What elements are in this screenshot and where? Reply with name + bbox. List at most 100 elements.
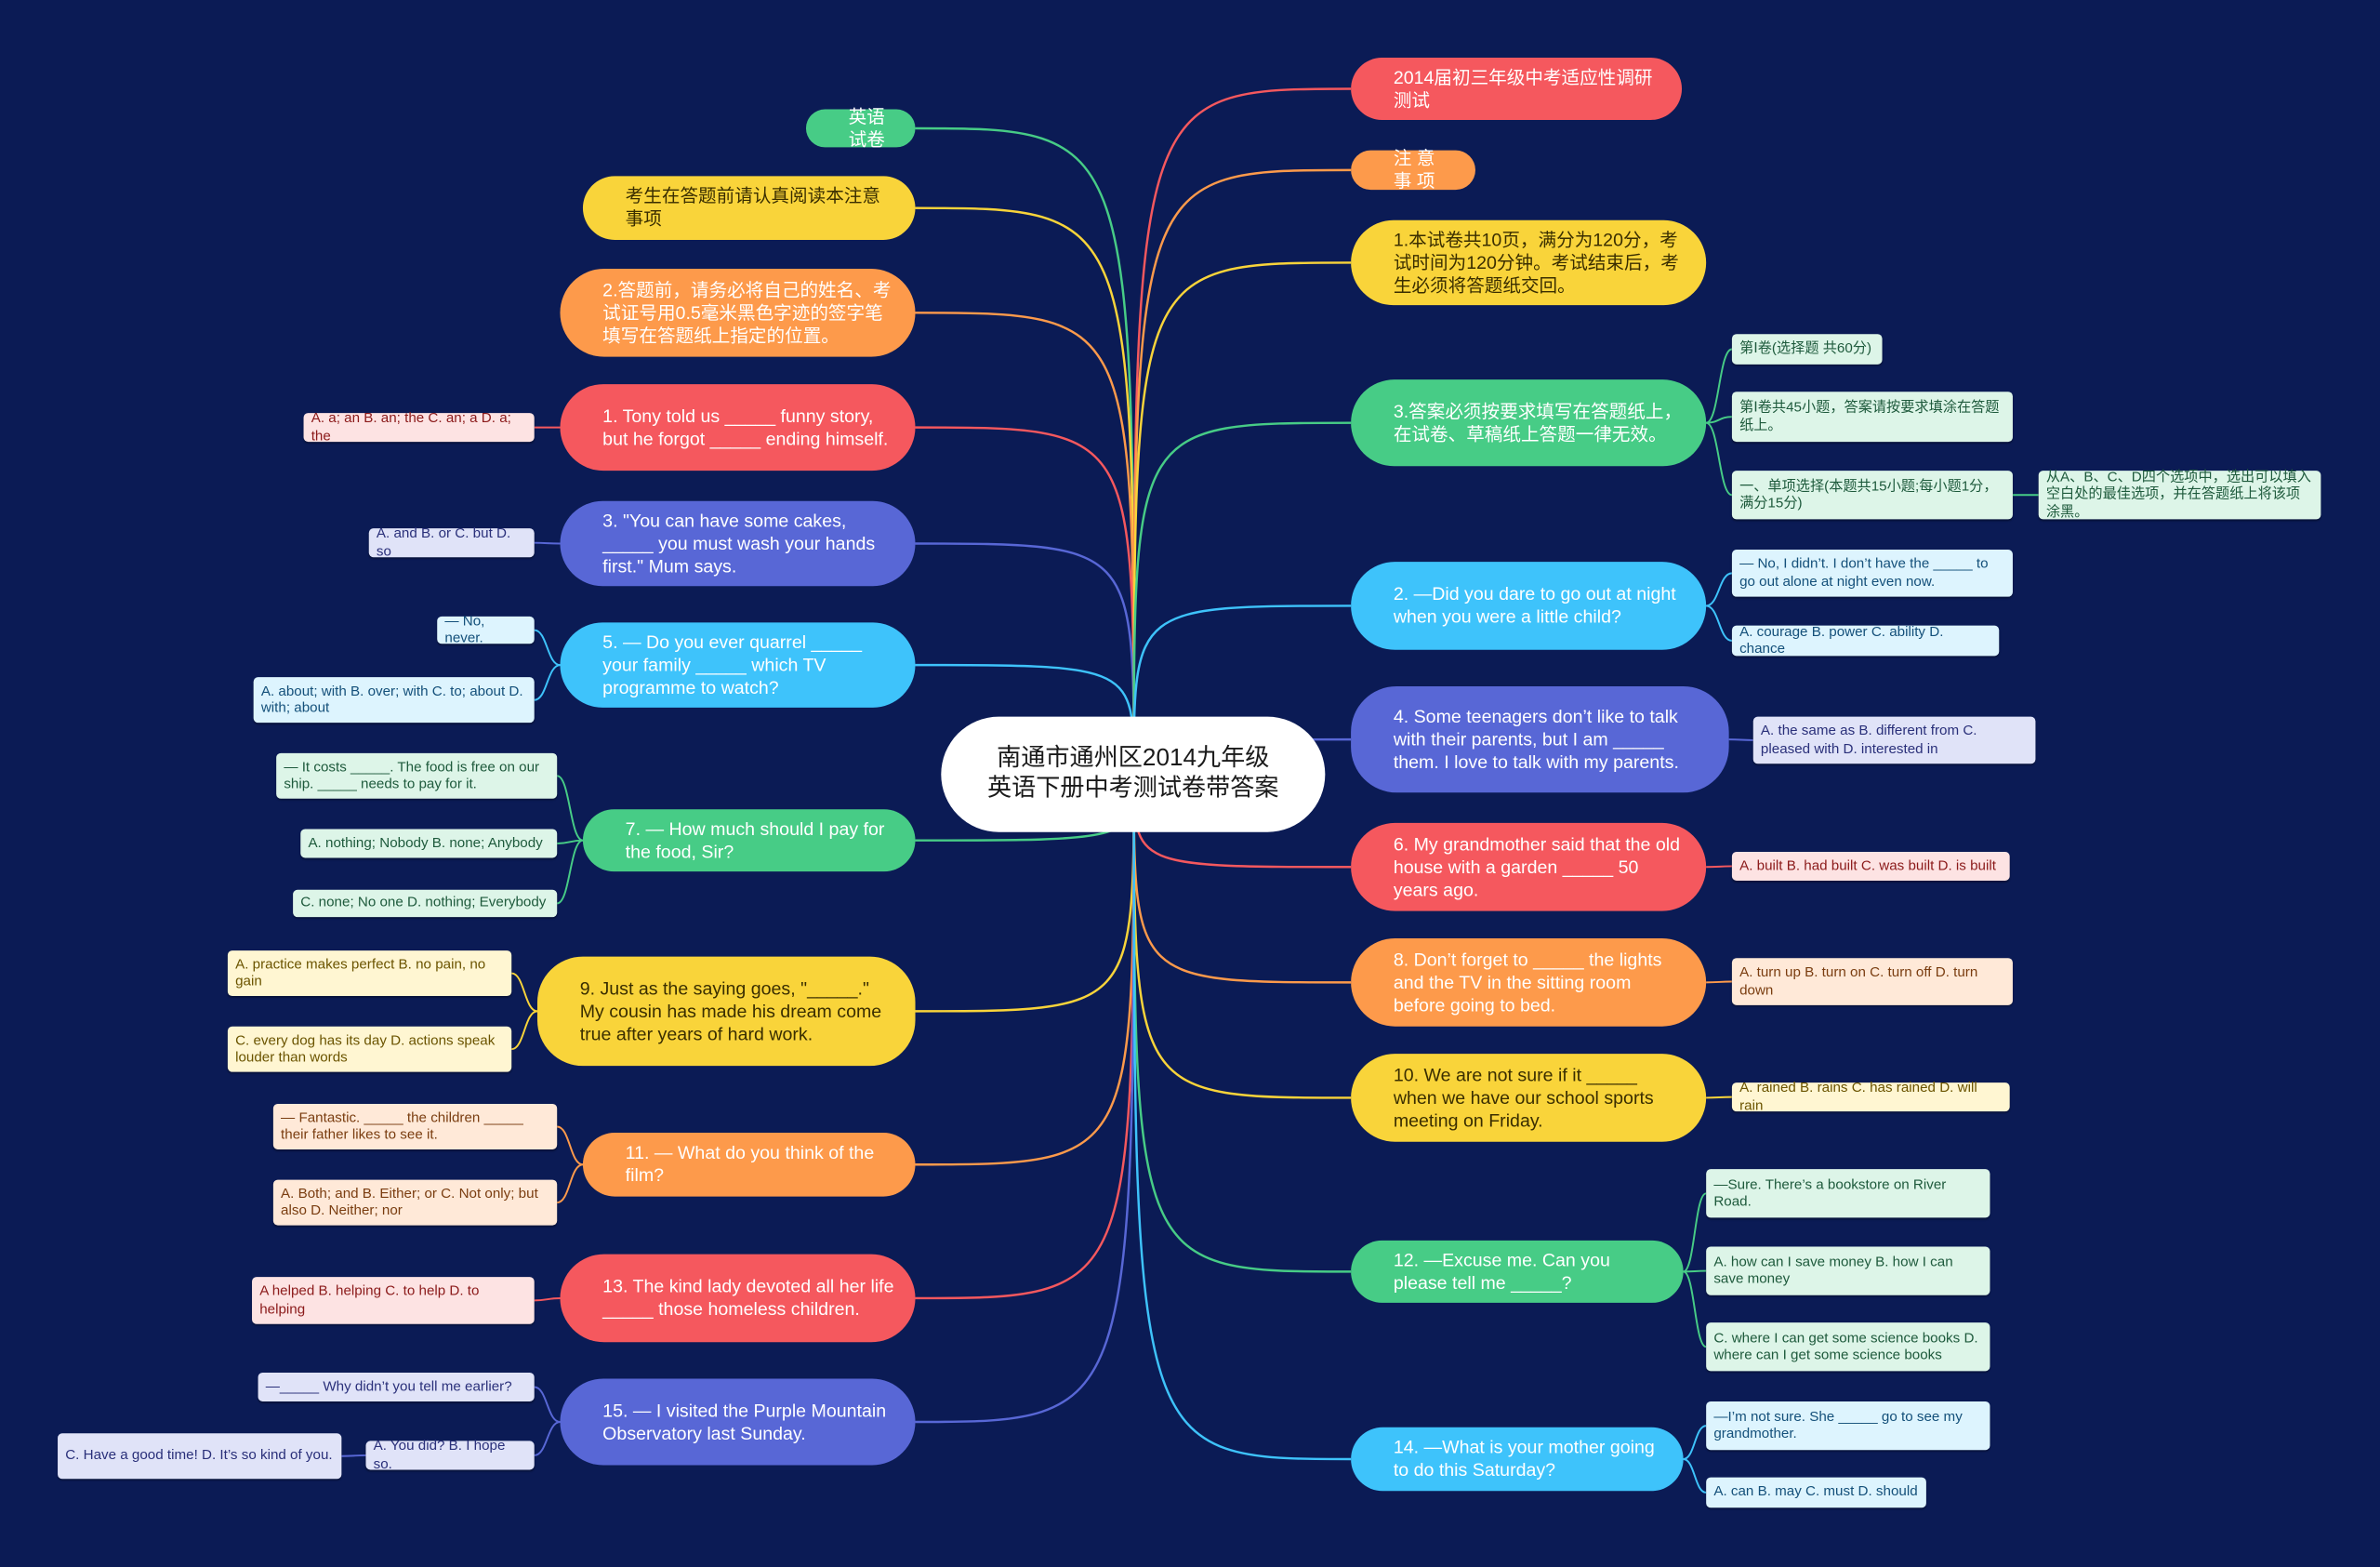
central-topic-label: 南通市通州区2014九年级英语下册中考测试卷带答案 bbox=[987, 745, 1279, 803]
leaf-connector bbox=[556, 1163, 584, 1204]
topic-node-label: 2. —Did you dare to go out at night when… bbox=[1393, 582, 1676, 628]
topic-node[interactable]: 英语试卷 bbox=[805, 105, 916, 150]
answer-leaf[interactable]: A. rained B. rains C. has rained D. will… bbox=[1731, 1080, 2010, 1112]
answer-leaf[interactable]: —I’m not sure. She _____ go to see my gr… bbox=[1706, 1401, 1990, 1451]
topic-node-label: 3.答案必须按要求填写在答题纸上，在试卷、草稿纸上答题一律无效。 bbox=[1393, 400, 1683, 445]
topic-node[interactable]: 13. The kind lady devoted all her life _… bbox=[560, 1254, 916, 1343]
answer-leaf[interactable]: A. about; with B. over; with C. to; abou… bbox=[253, 677, 535, 724]
topic-node-label: 15. — I visited the Purple Mountain Obse… bbox=[602, 1399, 887, 1443]
topic-node[interactable]: 2014届初三年级中考适应性调研测试 bbox=[1351, 58, 1683, 120]
answer-leaf[interactable]: C. none; No one D. nothing; Everybody bbox=[293, 889, 558, 918]
topic-node-label: 7. — How much should I pay for the food,… bbox=[625, 817, 885, 862]
topic-node[interactable]: 9. Just as the saying goes, "_____." My … bbox=[536, 956, 916, 1067]
topic-node[interactable]: 11. — What do you think of the film? bbox=[582, 1132, 916, 1197]
answer-leaf[interactable]: — Fantastic. _____ the children _____ th… bbox=[272, 1103, 558, 1149]
topic-connector bbox=[1132, 421, 1352, 775]
leaf-connector bbox=[1706, 865, 1732, 869]
answer-leaf[interactable]: A. a; an B. an; the C. an; a D. a; the bbox=[303, 409, 535, 443]
answer-leaf[interactable]: A. turn up B. turn on C. turn off D. tur… bbox=[1731, 958, 2013, 1005]
leaf-connector bbox=[1683, 1270, 1707, 1348]
topic-connector bbox=[1132, 774, 1352, 1461]
answer-leaf-label: A. You did? B. I hope so. bbox=[373, 1438, 506, 1471]
topic-node[interactable]: 12. —Excuse me. Can you please tell me _… bbox=[1351, 1240, 1684, 1303]
answer-leaf-label: —Sure. There’s a bookstore on River Road… bbox=[1713, 1175, 1947, 1209]
answer-leaf[interactable]: —_____ Why didn’t you tell me earlier? bbox=[258, 1372, 535, 1401]
answer-leaf-label: A. the same as B. different from C. plea… bbox=[1760, 723, 1977, 756]
answer-leaf-label: A. can B. may C. must D. should bbox=[1713, 1483, 1918, 1499]
answer-leaf[interactable]: A. the same as B. different from C. plea… bbox=[1752, 716, 2036, 764]
topic-node-label: 1.本试卷共10页，满分为120分，考试时间为120分钟。考试结束后，考生必须将… bbox=[1393, 228, 1679, 296]
topic-node[interactable]: 考生在答题前请认真阅读本注意事项 bbox=[582, 176, 916, 240]
answer-leaf[interactable]: — No, never. bbox=[437, 613, 535, 645]
answer-leaf-label: —_____ Why didn’t you tell me earlier? bbox=[265, 1378, 512, 1394]
answer-leaf[interactable]: 第Ⅰ卷(选择题 共60分) bbox=[1731, 334, 1883, 365]
topic-node[interactable]: 1.本试卷共10页，满分为120分，考试时间为120分钟。考试结束后，考生必须将… bbox=[1351, 219, 1707, 306]
leaf-connector bbox=[534, 664, 561, 701]
leaf-connector bbox=[1683, 1458, 1707, 1494]
answer-leaf[interactable]: 第Ⅰ卷共45小题，答案请按要求填涂在答题纸上。 bbox=[1731, 392, 2013, 443]
answer-leaf-label: — Fantastic. _____ the children _____ th… bbox=[281, 1109, 523, 1142]
answer-leaf-label: 第Ⅰ卷(选择题 共60分) bbox=[1739, 340, 1872, 356]
sub-answer-leaf[interactable]: C. Have a good time! D. It’s so kind of … bbox=[58, 1433, 342, 1480]
topic-node-label: 12. —Excuse me. Can you please tell me _… bbox=[1393, 1248, 1610, 1294]
sub-answer-leaf[interactable]: 从A、B、C、D四个选项中，选出可以填入空白处的最佳选项，并在答题纸上将该项涂黑… bbox=[2038, 469, 2321, 520]
topic-node-label: 注 意 事 项 bbox=[1393, 147, 1435, 192]
answer-leaf[interactable]: A helped B. helping C. to help D. to hel… bbox=[252, 1277, 535, 1324]
answer-leaf-label: C. every dog has its day D. actions spea… bbox=[235, 1031, 496, 1065]
answer-leaf[interactable]: —Sure. There’s a bookstore on River Road… bbox=[1706, 1169, 1990, 1218]
answer-leaf-label: A. Both; and B. Either; or C. Not only; … bbox=[281, 1185, 538, 1218]
topic-node-label: 6. My grandmother said that the old hous… bbox=[1393, 832, 1681, 900]
leaf-connector bbox=[1683, 1425, 1707, 1461]
topic-node-label: 3. "You can have some cakes, _____ you m… bbox=[602, 509, 876, 577]
answer-leaf-label: — No, never. bbox=[444, 612, 485, 645]
topic-node[interactable]: 1. Tony told us _____ funny story, but h… bbox=[560, 384, 916, 471]
answer-leaf-label: C. none; No one D. nothing; Everybody bbox=[300, 895, 547, 910]
answer-leaf[interactable]: 一、单项选择(本题共15小题;每小题1分，满分15分) bbox=[1731, 471, 2013, 520]
topic-node[interactable]: 3.答案必须按要求填写在答题纸上，在试卷、草稿纸上答题一律无效。 bbox=[1351, 379, 1707, 467]
leaf-connector bbox=[534, 1421, 561, 1456]
answer-leaf[interactable]: A. nothing; Nobody B. none; Anybody bbox=[300, 829, 558, 858]
leaf-connector bbox=[556, 1125, 584, 1166]
leaf-connector bbox=[534, 629, 561, 667]
leaf-connector bbox=[556, 839, 584, 905]
topic-node[interactable]: 6. My grandmother said that the old hous… bbox=[1351, 822, 1707, 911]
topic-node[interactable]: 3. "You can have some cakes, _____ you m… bbox=[560, 500, 916, 587]
topic-node[interactable]: 2.答题前，请务必将自己的姓名、考试证号用0.5毫米黑色字迹的签字笔填写在答题纸… bbox=[560, 268, 916, 357]
leaf-connector bbox=[1706, 1096, 1732, 1099]
leaf-connector bbox=[534, 1386, 561, 1424]
answer-leaf[interactable]: A. built B. had built C. was built D. is… bbox=[1731, 851, 2010, 881]
leaf-connector bbox=[1705, 604, 1733, 642]
answer-leaf[interactable]: — No, I didn’t. I don’t have the _____ t… bbox=[1731, 550, 2013, 597]
topic-node-label: 13. The kind lady devoted all her life _… bbox=[602, 1275, 894, 1320]
topic-node-label: 14. —What is your mother going to do thi… bbox=[1393, 1436, 1655, 1481]
topic-connector bbox=[1132, 261, 1352, 775]
answer-leaf[interactable]: — It costs _____. The food is free on ou… bbox=[276, 752, 558, 799]
topic-node[interactable]: 7. — How much should I pay for the food,… bbox=[582, 809, 916, 872]
topic-connector bbox=[915, 774, 1135, 1300]
topic-node[interactable]: 5. — Do you ever quarrel _____ your fami… bbox=[560, 622, 916, 708]
answer-leaf[interactable]: A. Both; and B. Either; or C. Not only; … bbox=[272, 1179, 558, 1226]
sub-answer-leaf-label: 从A、B、C、D四个选项中，选出可以填入空白处的最佳选项，并在答题纸上将该项涂黑… bbox=[2045, 469, 2311, 519]
topic-node[interactable]: 注 意 事 项 bbox=[1351, 147, 1475, 192]
answer-leaf-label: A. practice makes perfect B. no pain, no… bbox=[235, 955, 486, 989]
topic-node[interactable]: 4. Some teenagers don’t like to talk wit… bbox=[1351, 685, 1729, 793]
answer-leaf-label: A. a; an B. an; the C. an; a D. a; the bbox=[311, 409, 511, 443]
answer-leaf-label: A. courage B. power C. ability D. chance bbox=[1739, 623, 1944, 657]
answer-leaf[interactable]: A. how can I save money B. how I can sav… bbox=[1706, 1246, 1990, 1295]
answer-leaf[interactable]: A. practice makes perfect B. no pain, no… bbox=[227, 950, 512, 997]
answer-leaf[interactable]: A. and B. or C. but D. so bbox=[368, 525, 535, 558]
answer-leaf[interactable]: A. can B. may C. must D. should bbox=[1706, 1477, 1926, 1508]
topic-node[interactable]: 2. —Did you dare to go out at night when… bbox=[1351, 562, 1707, 650]
topic-node-label: 英语试卷 bbox=[848, 105, 885, 150]
topic-node[interactable]: 10. We are not sure if it _____ when we … bbox=[1351, 1054, 1707, 1142]
topic-node[interactable]: 14. —What is your mother going to do thi… bbox=[1351, 1427, 1684, 1492]
answer-leaf[interactable]: A. You did? B. I hope so. bbox=[365, 1438, 535, 1470]
answer-leaf-label: —I’m not sure. She _____ go to see my gr… bbox=[1713, 1408, 1963, 1441]
answer-leaf[interactable]: A. courage B. power C. ability D. chance bbox=[1731, 623, 2000, 657]
central-topic[interactable]: 南通市通州区2014九年级英语下册中考测试卷带答案 bbox=[941, 716, 1326, 832]
topic-node[interactable]: 8. Don’t forget to _____ the lights and … bbox=[1351, 938, 1707, 1027]
topic-node[interactable]: 15. — I visited the Purple Mountain Obse… bbox=[560, 1378, 916, 1466]
answer-leaf[interactable]: C. every dog has its day D. actions spea… bbox=[227, 1026, 512, 1072]
answer-leaf[interactable]: C. where I can get some science books D.… bbox=[1706, 1322, 1990, 1372]
